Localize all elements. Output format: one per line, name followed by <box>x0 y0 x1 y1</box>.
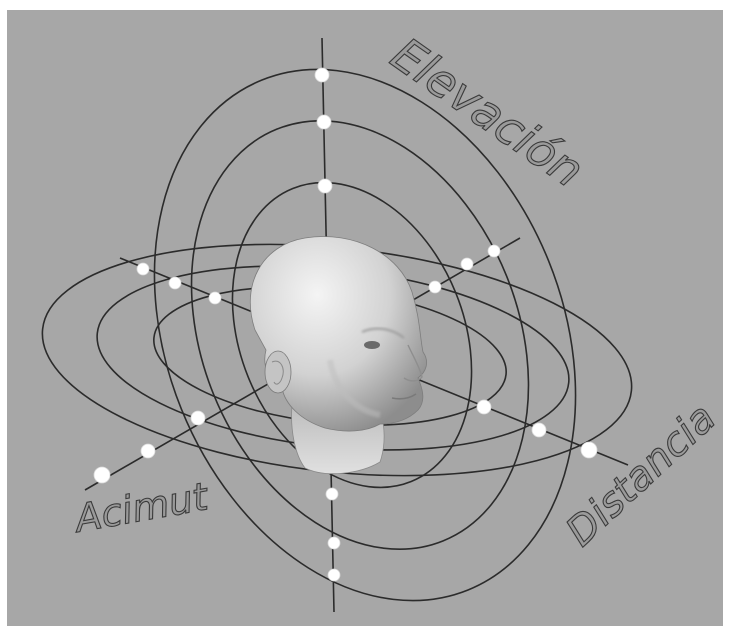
head-ear <box>265 351 291 393</box>
elevation-point <box>328 569 340 581</box>
azimuth-point <box>141 444 155 458</box>
azimuth-point <box>461 258 473 270</box>
azimuth-point <box>429 281 441 293</box>
elevation-point <box>315 68 329 82</box>
elevation-point <box>326 488 338 500</box>
distance-point <box>209 292 221 304</box>
distance-point <box>581 442 597 458</box>
head-eye <box>364 341 380 349</box>
distance-point <box>137 263 149 275</box>
elevation-point <box>318 179 332 193</box>
elevation-point <box>317 115 331 129</box>
azimuth-point <box>191 411 205 425</box>
distance-point <box>477 400 491 414</box>
azimuth-point <box>94 467 110 483</box>
distance-point <box>169 277 181 289</box>
azimuth-point <box>488 245 500 257</box>
distance-point <box>532 423 546 437</box>
elevation-point <box>328 537 340 549</box>
